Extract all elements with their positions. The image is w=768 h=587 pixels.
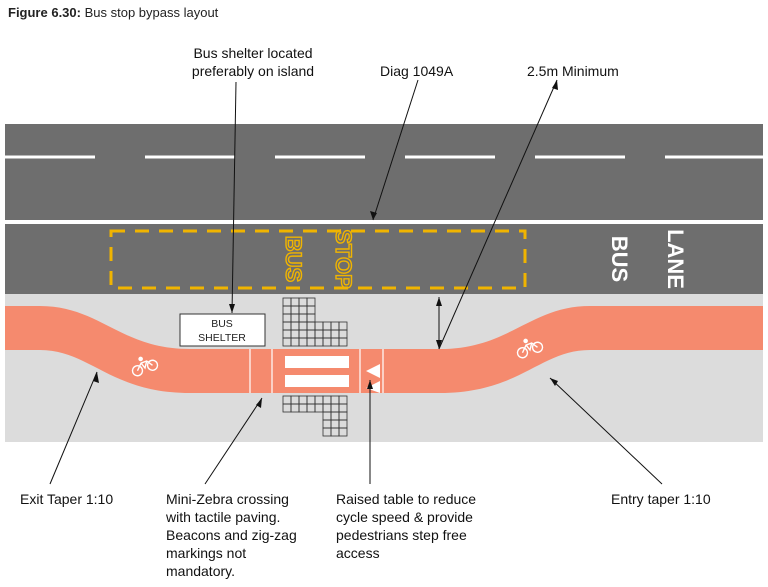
leader-exit-taper: [49, 371, 98, 485]
leader-diag: [372, 79, 419, 221]
diag-label: Diag 1049A: [380, 63, 454, 79]
shelter-label-line1: BUS: [211, 318, 233, 330]
leader-minimum: [438, 79, 558, 350]
zebra-stripe-1: [285, 356, 349, 368]
shelter-note-label: Bus shelter located preferably on island: [191, 45, 315, 79]
bus-lane-text-2: LANE: [663, 229, 688, 289]
exit-taper-label: Exit Taper 1:10: [20, 491, 114, 507]
bus-marking-text: BUS: [281, 236, 306, 282]
leader-entry-taper: [549, 377, 663, 485]
cycle-track: [5, 306, 763, 393]
cycle-symbol-icon: [131, 356, 159, 377]
figure-caption: Figure 6.30: Bus stop bypass layout: [8, 5, 218, 20]
leader-arrowheads: [93, 80, 558, 408]
tactile-paving-lower-icon: [282, 395, 348, 437]
minimum-width-label: 2.5m Minimum: [527, 63, 619, 79]
shelter-label-line2: SHELTER: [198, 332, 246, 344]
carriageway: [5, 124, 763, 294]
bus-lane-text-1: BUS: [607, 236, 632, 282]
cycle-symbol-right-icon: [516, 338, 544, 359]
give-way-triangle-icon: [366, 364, 380, 393]
figure-number: Figure 6.30:: [8, 5, 81, 20]
tactile-paving-icon: [282, 297, 348, 347]
leader-mini-zebra: [204, 397, 263, 485]
bus-stop-box-marking: [109, 229, 527, 290]
raised-table-label: Raised table to reduce cycle speed & pro…: [336, 491, 477, 561]
mini-zebra-label: Mini-Zebra crossing with tactile paving.…: [166, 491, 297, 579]
entry-taper-label: Entry taper 1:10: [611, 491, 711, 507]
leader-shelter: [231, 81, 237, 314]
figure-title: Bus stop bypass layout: [84, 5, 219, 20]
stop-marking-text: STOP: [331, 229, 356, 289]
bus-shelter: [179, 313, 266, 347]
zebra-stripe-2: [285, 375, 349, 387]
